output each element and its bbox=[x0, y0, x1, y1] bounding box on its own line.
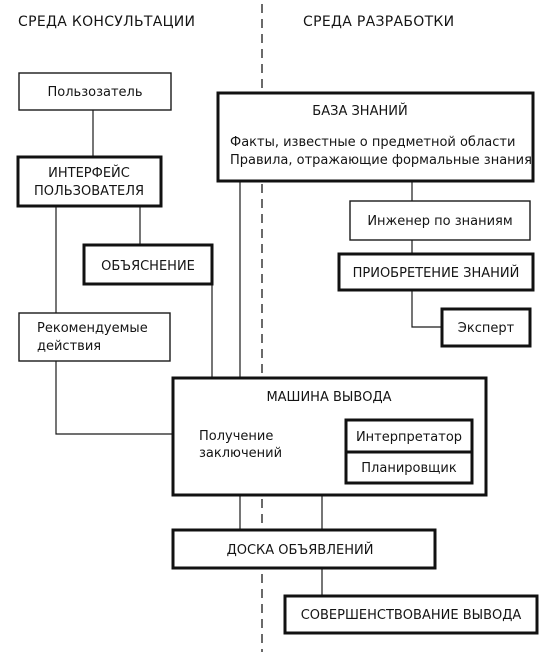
knowledge-base-title: БАЗА ЗНАНИЙ bbox=[312, 103, 407, 119]
connector-acquisition-to-expert bbox=[411, 290, 442, 328]
expert-box: Эксперт bbox=[440, 307, 532, 348]
blackboard-box: ДОСКА ОБЪЯВЛЕНИЙ bbox=[171, 528, 437, 570]
inference-improvement-label: СОВЕРШЕНСТВОВАНИЕ ВЫВОДА bbox=[301, 608, 522, 623]
recommended-actions-box: Рекомендуемые действия bbox=[18, 312, 171, 362]
inference-engine-box: МАШИНА ВЫВОДА Получение заключений Интер… bbox=[171, 376, 488, 497]
consultation-environment-header: СРЕДА КОНСУЛЬТАЦИИ bbox=[18, 14, 195, 30]
development-environment-header: СРЕДА РАЗРАБОТКИ bbox=[303, 14, 454, 30]
knowledge-acquisition-box: ПРИОБРЕТЕНИЕ ЗНАНИЙ bbox=[337, 252, 535, 292]
knowledge-engineer-box: Инженер по знаниям bbox=[349, 200, 531, 241]
user-label: Пользозатель bbox=[48, 85, 143, 100]
explanation-label: ОБЪЯСНЕНИЕ bbox=[101, 259, 195, 274]
recommended-actions-line1: Рекомендуемые bbox=[37, 321, 148, 336]
knowledge-engineer-label: Инженер по знаниям bbox=[367, 214, 512, 229]
scheduler-label: Планировщик bbox=[361, 461, 457, 476]
user-interface-label-line1: ИНТЕРФЕЙС bbox=[48, 165, 130, 181]
conclusions-line1: Получение bbox=[199, 429, 273, 444]
blackboard-label: ДОСКА ОБЪЯВЛЕНИЙ bbox=[227, 542, 374, 558]
explanation-box: ОБЪЯСНЕНИЕ bbox=[82, 243, 214, 286]
conclusions-line2: заключений bbox=[199, 446, 282, 461]
knowledge-acquisition-label: ПРИОБРЕТЕНИЕ ЗНАНИЙ bbox=[353, 265, 520, 281]
recommended-actions-line2: действия bbox=[37, 339, 101, 354]
user-interface-label-line2: ПОЛЬЗОВАТЕЛЯ bbox=[34, 184, 144, 199]
connector-recommended-to-inference bbox=[55, 361, 173, 435]
inference-improvement-box: СОВЕРШЕНСТВОВАНИЕ ВЫВОДА bbox=[283, 594, 539, 635]
knowledge-base-rules: Правила, отражающие формальные знания bbox=[230, 153, 532, 168]
connector-lines bbox=[55, 110, 442, 596]
user-interface-box: ИНТЕРФЕЙС ПОЛЬЗОВАТЕЛЯ bbox=[16, 155, 163, 208]
knowledge-base-facts: Факты, известные о предметной области bbox=[230, 135, 515, 150]
knowledge-base-box: БАЗА ЗНАНИЙ Факты, известные о предметно… bbox=[216, 91, 535, 183]
inference-engine-title: МАШИНА ВЫВОДА bbox=[266, 390, 391, 405]
user-box: Пользозатель bbox=[18, 72, 172, 111]
scheduler-box: Планировщик bbox=[344, 450, 474, 485]
expert-label: Эксперт bbox=[458, 321, 515, 336]
interpreter-label: Интерпретатор bbox=[356, 430, 462, 445]
interpreter-box: Интерпретатор bbox=[344, 418, 474, 454]
